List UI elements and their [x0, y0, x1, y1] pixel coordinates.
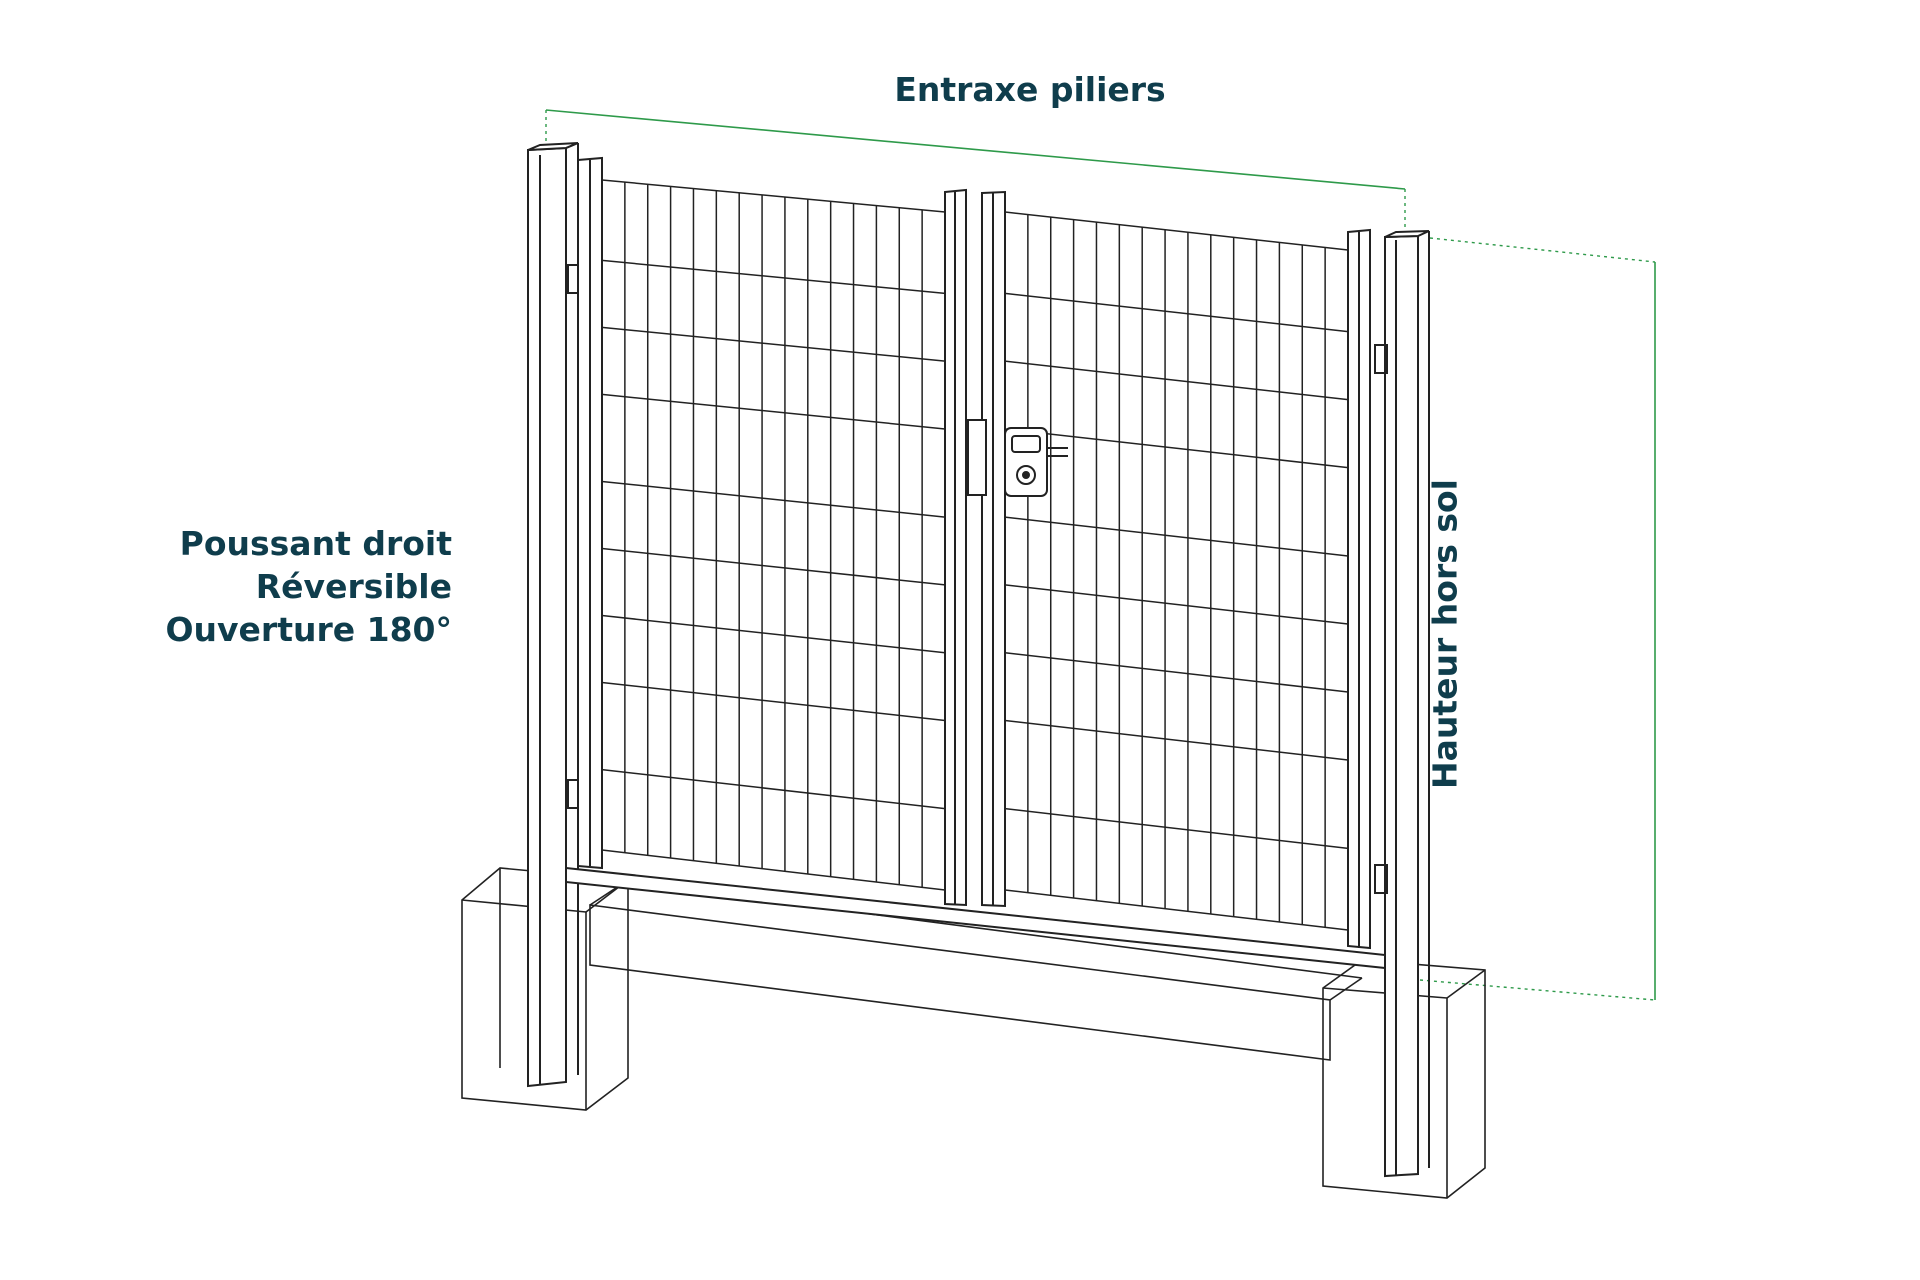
mesh-rail [601, 179, 946, 213]
mesh-rail [1004, 584, 1349, 625]
dimension-lines [545, 109, 1656, 1001]
mesh-rail [1004, 889, 1349, 931]
mesh-rail [1004, 211, 1349, 251]
mesh-rail [601, 849, 946, 891]
right-dimension-top-ext [1429, 237, 1656, 263]
mesh-rail [601, 480, 946, 518]
ground-beam [589, 881, 1363, 1061]
mesh-rail [601, 681, 946, 722]
center-distance-label: Entraxe piliers [894, 70, 1166, 109]
mesh-rail [601, 326, 946, 362]
top-dimension-line [545, 109, 1406, 190]
height-label: Hauteur hors sol [1425, 479, 1465, 789]
gate-structure [461, 142, 1486, 1199]
mesh-rail [1004, 360, 1349, 401]
left-post [527, 142, 579, 1088]
mesh-rail [1004, 428, 1349, 469]
right-post [1384, 230, 1430, 1178]
gate-bottom-rail [565, 866, 1386, 970]
mesh-rail [1004, 719, 1349, 761]
opening-info: Poussant droit Réversible Ouverture 180° [60, 522, 452, 651]
left-gate-leaf [567, 156, 967, 907]
right-gate-leaf [981, 190, 1388, 950]
gate-lock [967, 419, 1068, 497]
mesh-rail [1004, 807, 1349, 850]
reversible-line: Réversible [255, 567, 452, 606]
opening-type-line: Poussant droit [179, 524, 452, 563]
right-dimension-bottom-ext [1419, 979, 1656, 1001]
mesh-rail [1004, 651, 1349, 693]
mesh-rail [1004, 516, 1349, 557]
mesh-rail [601, 614, 946, 654]
mesh-rail [601, 768, 946, 810]
mesh-rail [1004, 292, 1349, 333]
mesh-rail [601, 259, 946, 295]
opening-angle-line: Ouverture 180° [165, 610, 452, 649]
mesh-rail [601, 547, 946, 586]
mesh-rail [601, 393, 946, 430]
